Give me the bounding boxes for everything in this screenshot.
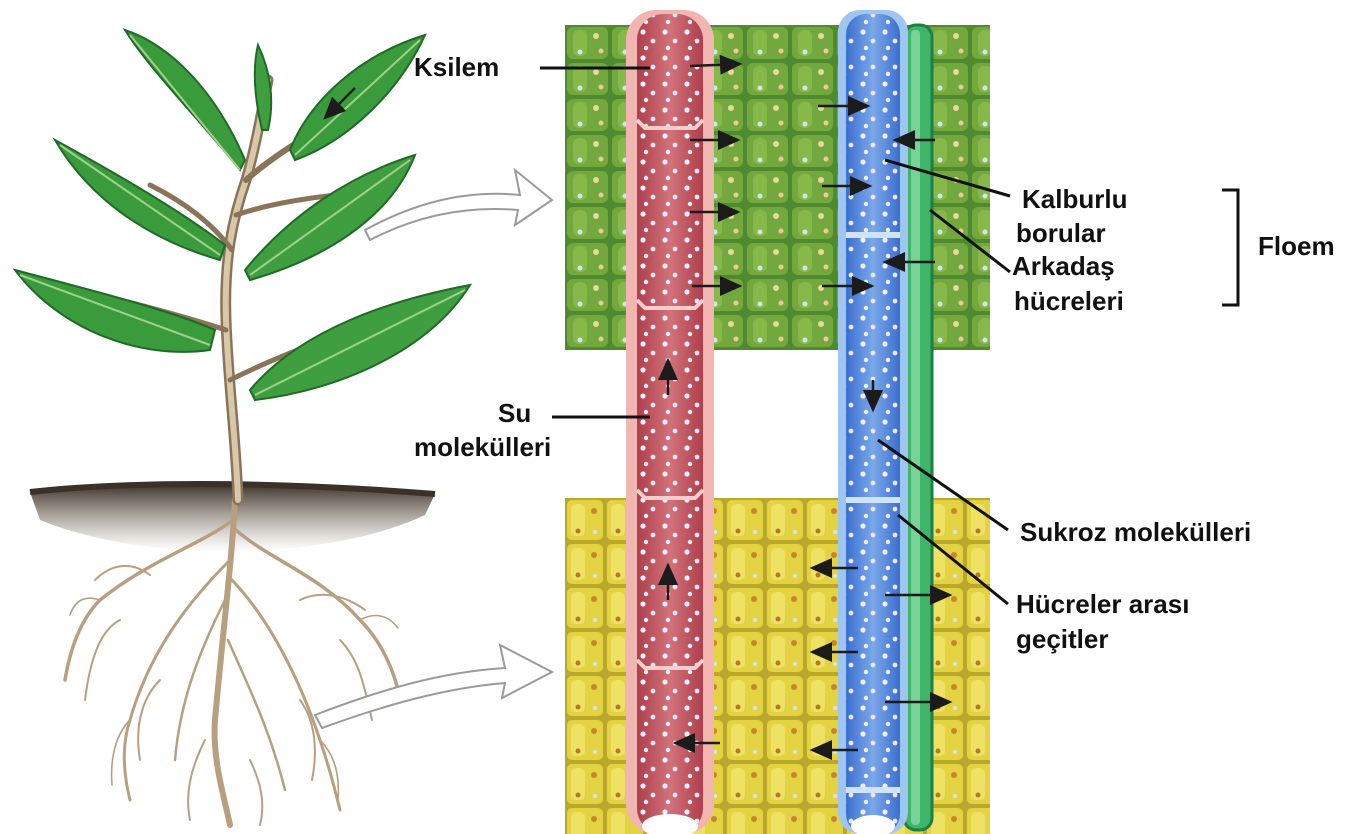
- label-xylem: Ksilem: [414, 52, 499, 83]
- stem: [120, 80, 390, 500]
- label-water-line1: Su: [498, 398, 531, 429]
- label-sucrose: Sukroz molekülleri: [1020, 517, 1251, 548]
- label-sieve-tubes-line2: borular: [1016, 218, 1106, 249]
- xylem-vessel: [626, 10, 714, 834]
- label-water-line2: molekülleri: [414, 432, 551, 463]
- label-companion-cells-line2: hücreleri: [1014, 286, 1124, 317]
- root-zoom-arrow: [315, 645, 552, 728]
- roots: [65, 500, 400, 825]
- label-companion-cells-line1: Arkadaş: [1012, 251, 1115, 282]
- label-plasmodesmata-line2: geçitler: [1016, 624, 1109, 655]
- plant-illustration: [15, 30, 552, 825]
- label-phloem: Floem: [1258, 231, 1335, 262]
- phloem-sieve-tubes: [838, 10, 908, 834]
- label-plasmodesmata-line1: Hücreler arası: [1016, 589, 1189, 620]
- label-sieve-tubes-line1: Kalburlu: [1022, 184, 1127, 215]
- companion-cells: [904, 25, 932, 830]
